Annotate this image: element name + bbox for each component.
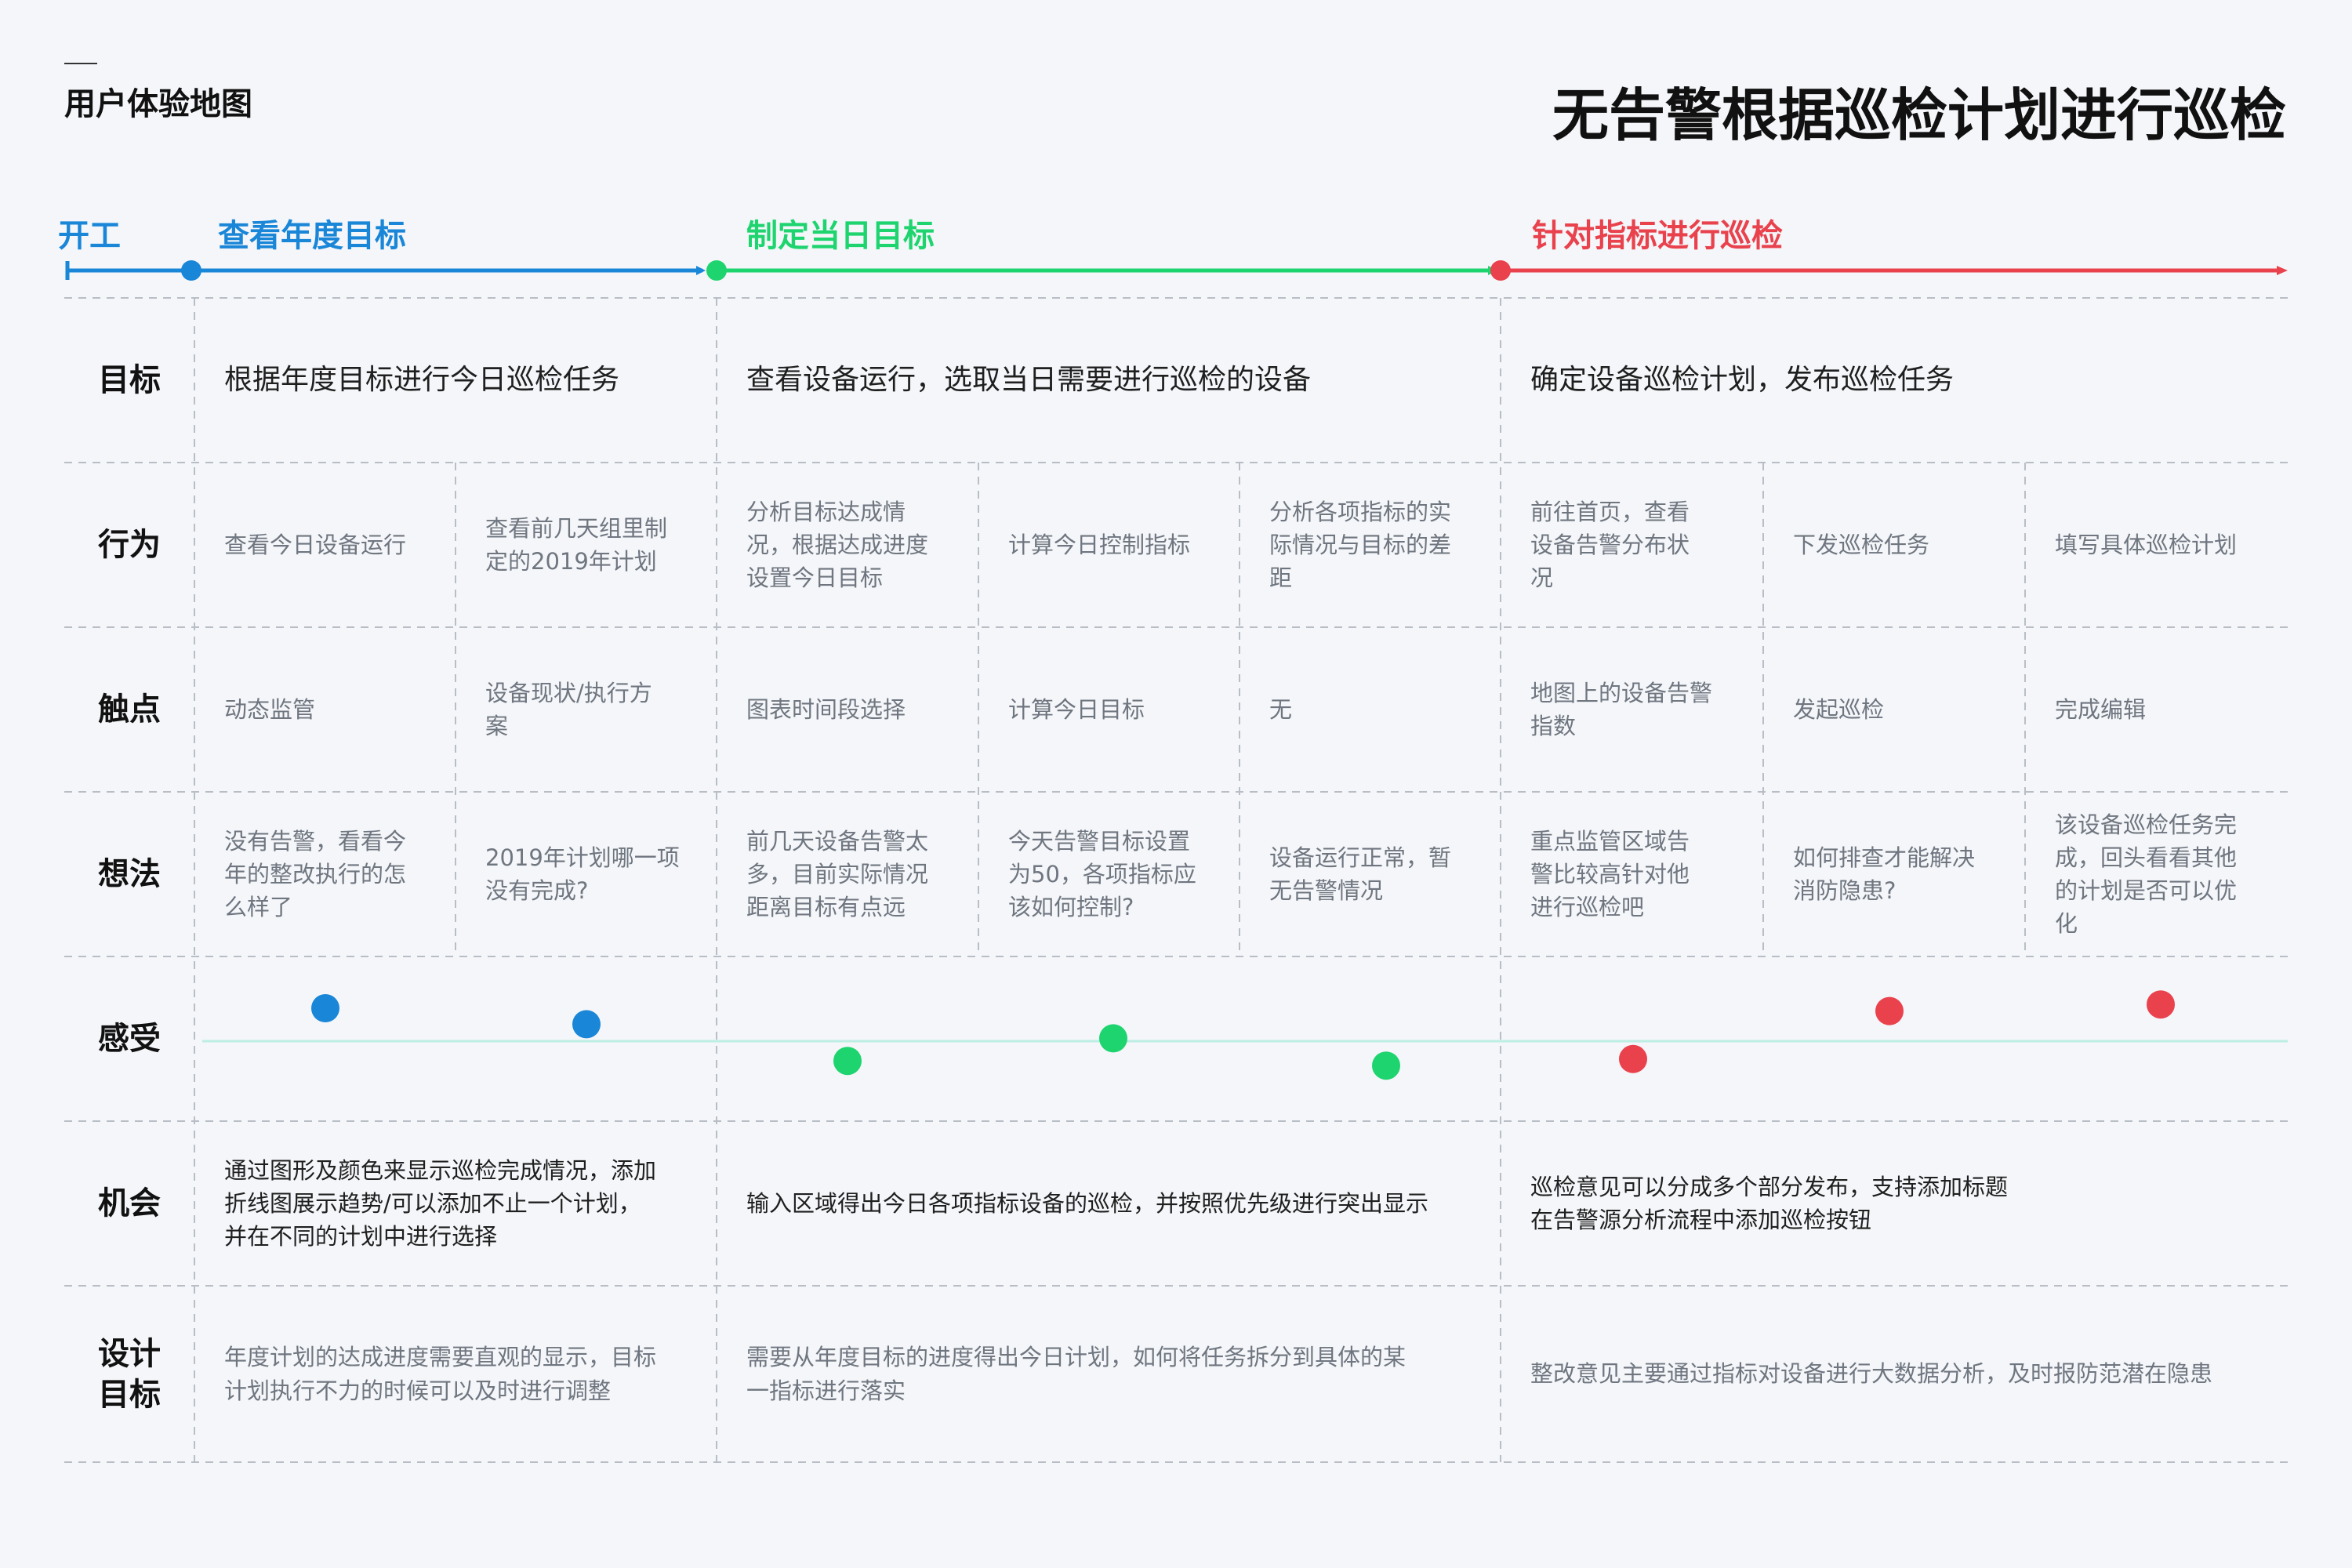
behavior-cell: 前往首页，查看 设备告警分布状 况 <box>1530 498 1690 592</box>
stage-label-inspection: 针对指标进行巡检 <box>1532 218 1783 254</box>
thought-cell: 没有告警，看看今 年的整改执行的怎 么样了 <box>224 827 407 921</box>
timeline-node-green <box>706 260 727 281</box>
opportunity-cell: 输入区域得出今日各项指标设备的巡检，并按照优先级进行突出显示 <box>746 1189 1429 1217</box>
behavior-cell: 填写具体巡检计划 <box>2055 531 2238 558</box>
behavior-cell: 查看今日设备运行 <box>224 531 407 558</box>
touchpoint-cell: 动态监管 <box>224 695 316 723</box>
emotion-point <box>1099 1024 1127 1053</box>
emotion-point <box>1875 996 1904 1025</box>
touchpoint-cell: 设备现状/执行方 案 <box>485 679 652 739</box>
design-goal-cell: 整改意见主要通过指标对设备进行大数据分析，及时报防范潜在隐患 <box>1530 1360 2213 1388</box>
goal-cell: 根据年度目标进行今日巡检任务 <box>224 363 620 396</box>
thought-cell: 2019年计划哪一项 没有完成? <box>485 844 680 904</box>
stage-label-start: 开工 <box>58 218 121 254</box>
goal-cell: 确定设备巡检计划，发布巡检任务 <box>1530 363 1955 396</box>
row-label-behavior: 行为 <box>98 527 161 563</box>
touchpoint-cell: 无 <box>1269 695 1293 723</box>
stage-label-daily-goal: 制定当日目标 <box>746 218 935 254</box>
emotion-point <box>311 994 339 1022</box>
design-goal-cell: 年度计划的达成进度需要直观的显示，目标 计划执行不力的时候可以及时进行调整 <box>224 1344 657 1404</box>
thought-cell: 该设备巡检任务完 成，回头看看其他 的计划是否可以优 化 <box>2055 811 2238 938</box>
stage-timeline <box>65 260 2288 281</box>
opportunity-cell: 巡检意见可以分成多个部分发布，支持添加标题 在告警源分析流程中添加巡检按钮 <box>1530 1173 2009 1233</box>
thought-cell: 前几天设备告警太 多，目前实际情况 距离目标有点远 <box>746 827 929 921</box>
row-label-goal: 目标 <box>98 362 161 398</box>
emotion-point <box>572 1010 601 1039</box>
emotion-point <box>833 1047 862 1076</box>
emotion-point <box>2147 990 2175 1019</box>
brand-dash <box>64 63 97 64</box>
touchpoint-cell: 地图上的设备告警 指数 <box>1530 679 1713 739</box>
goal-cell: 查看设备运行，选取当日需要进行巡检的设备 <box>746 363 1312 396</box>
thought-cell: 设备运行正常，暂 无告警情况 <box>1269 844 1452 904</box>
timeline-node-red <box>1490 260 1511 281</box>
thought-cell: 重点监管区域告 警比较高针对他 进行巡检吧 <box>1530 827 1690 921</box>
page-title: 无告警根据巡检计划进行巡检 <box>1552 82 2286 148</box>
thought-cell: 如何排查才能解决 消防隐患? <box>1793 844 1976 904</box>
timeline-arrow-blue <box>696 266 706 275</box>
row-label-design-goal: 设计 目标 <box>64 1286 194 1462</box>
stage-label-annual-goal: 查看年度目标 <box>218 218 406 254</box>
opportunity-cell: 通过图形及颜色来显示巡检完成情况，添加 折线图展示趋势/可以添加不止一个计划， … <box>224 1156 657 1250</box>
behavior-cell: 下发巡检任务 <box>1793 531 1930 558</box>
behavior-cell: 查看前几天组里制 定的2019年计划 <box>485 514 668 575</box>
design-goal-label-text: 设计 目标 <box>98 1335 161 1413</box>
design-goal-cell: 需要从年度目标的进度得出今日计划，如何将任务拆分到具体的某 一指标进行落实 <box>746 1344 1406 1404</box>
timeline-arrow-red <box>2277 266 2288 275</box>
touchpoint-cell: 计算今日目标 <box>1008 695 1145 723</box>
behavior-cell: 计算今日控制指标 <box>1008 531 1191 558</box>
timeline-node-blue <box>181 260 201 281</box>
touchpoint-cell: 完成编辑 <box>2055 695 2147 723</box>
emotion-point <box>1619 1044 1647 1073</box>
row-label-thought: 想法 <box>98 856 161 892</box>
thought-cell: 今天告警目标设置 为50，各项指标应 该如何控制? <box>1008 827 1196 921</box>
behavior-cell: 分析各项指标的实 际情况与目标的差 距 <box>1269 498 1452 592</box>
row-label-feeling: 感受 <box>98 1021 161 1057</box>
behavior-cell: 分析目标达成情 况，根据达成进度 设置今日目标 <box>746 498 929 592</box>
touchpoint-cell: 图表时间段选择 <box>746 695 906 723</box>
row-label-touchpoint: 触点 <box>98 691 161 728</box>
emotion-point <box>1372 1051 1400 1080</box>
brand-label: 用户体验地图 <box>64 86 252 122</box>
touchpoint-cell: 发起巡检 <box>1793 695 1885 723</box>
row-label-opportunity: 机会 <box>98 1185 161 1221</box>
